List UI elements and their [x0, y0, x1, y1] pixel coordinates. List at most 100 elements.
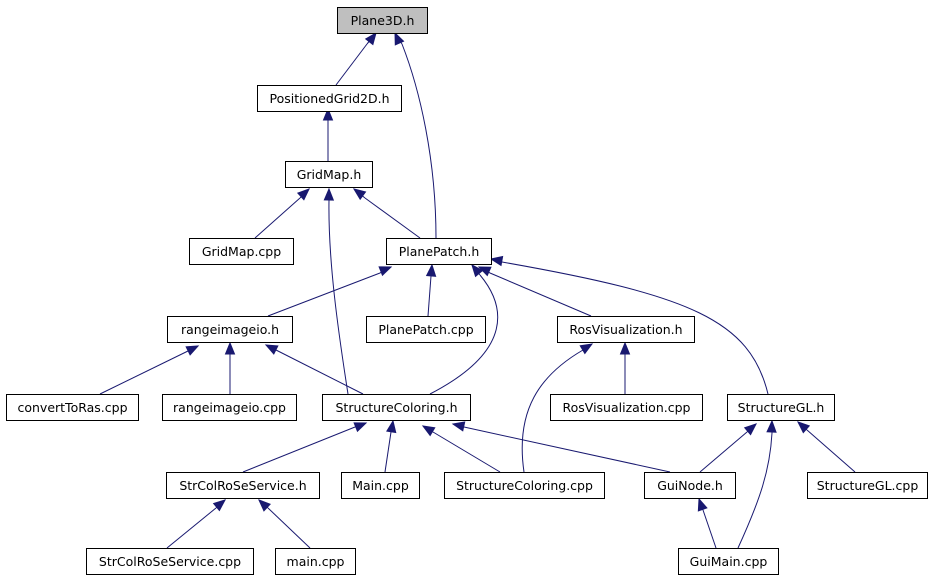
edge-connector	[422, 425, 434, 433]
edge-connector	[353, 188, 366, 199]
edge-strcolrose_cpp-to-strcolrose_h	[166, 499, 227, 549]
node-gridmap-h[interactable]: GridMap.h	[285, 161, 373, 188]
edge-connector	[490, 258, 503, 263]
node-gridmap-cpp[interactable]: GridMap.cpp	[189, 238, 294, 265]
node-structurecoloring-cpp[interactable]: StructureColoring.cpp	[444, 472, 605, 499]
edge-connector	[258, 499, 269, 509]
edge-line	[254, 197, 301, 239]
edge-connector	[471, 264, 481, 276]
edge-main_cpp_upper-to-structurecoloring_h	[384, 419, 397, 473]
edge-positionedgrid2d-to-plane3d	[335, 31, 377, 86]
edge-line	[699, 431, 748, 473]
node-planepatch-cpp[interactable]: PlanePatch.cpp	[366, 316, 486, 343]
edge-connector	[354, 422, 367, 428]
edge-line	[702, 509, 717, 549]
node-main-cpp-upper[interactable]: Main.cpp	[341, 472, 420, 499]
node-label: Plane3D.h	[351, 13, 415, 28]
edge-rosvis_h-to-planepatch_h	[477, 266, 592, 317]
arrowhead-icon	[451, 421, 466, 432]
edge-rangeimageio_h-to-planepatch_h	[267, 266, 393, 317]
edge-connector	[746, 423, 757, 433]
node-structurecoloring-h[interactable]: StructureColoring.h	[322, 394, 471, 421]
edge-structurecoloring_h-to-planepatch_h	[429, 263, 499, 395]
node-box	[189, 238, 294, 265]
edge-line	[364, 197, 421, 239]
node-label: PlanePatch.h	[399, 244, 480, 259]
node-box	[557, 316, 695, 343]
node-label: StructureColoring.cpp	[456, 478, 593, 493]
edge-connector	[187, 345, 199, 352]
node-plane3d: Plane3D.h	[337, 7, 428, 34]
edge-line	[489, 272, 592, 317]
node-rosvis-h[interactable]: RosVisualization.h	[557, 316, 695, 343]
node-box	[322, 394, 471, 421]
edge-line	[328, 199, 349, 395]
node-planepatch-h[interactable]: PlanePatch.h	[386, 238, 492, 265]
edge-line	[166, 507, 217, 549]
edge-line	[267, 507, 311, 549]
edge-main_cpp_lower-to-strcolrose_h	[258, 499, 311, 549]
edge-strcolrose_h-to-structurecoloring_h	[242, 422, 368, 473]
edge-gridmap_h-to-positionedgrid2d	[322, 107, 334, 161]
node-rangeimageio-h[interactable]: rangeimageio.h	[167, 316, 293, 343]
edge-connector	[394, 32, 403, 45]
node-box	[257, 85, 402, 112]
edge-structurecoloring_cpp-to-rosvis_h	[521, 343, 594, 473]
node-label: GuiNode.h	[657, 478, 723, 493]
node-label: rangeimageio.h	[181, 322, 279, 337]
edge-connector	[299, 188, 310, 199]
edge-line	[242, 426, 356, 473]
node-guinode-h[interactable]: GuiNode.h	[644, 472, 736, 499]
edge-structurecoloring_h-to-rangeimageio_h	[264, 344, 364, 395]
node-main-cpp-lower[interactable]: main.cpp	[275, 548, 356, 575]
edge-connector	[379, 266, 392, 274]
edge-connector	[452, 423, 465, 428]
edge-connector	[390, 420, 394, 433]
node-box	[366, 316, 486, 343]
node-label: StrColRoSeService.h	[179, 478, 306, 493]
node-label: StructureGL.h	[738, 400, 825, 415]
node-rangeimageio-cpp[interactable]: rangeimageio.cpp	[162, 394, 297, 421]
edge-line	[267, 272, 381, 317]
edge-line	[427, 275, 432, 317]
node-box	[167, 316, 293, 343]
node-box	[166, 472, 320, 499]
edge-rosvis_cpp-to-rosvis_h	[619, 341, 631, 394]
edge-gridmap_cpp-to-gridmap_h	[254, 188, 310, 239]
node-strcolrose-h[interactable]: StrColRoSeService.h	[166, 472, 320, 499]
node-label: main.cpp	[287, 554, 345, 569]
edge-line	[463, 426, 671, 473]
node-label: PlanePatch.cpp	[378, 322, 473, 337]
edge-line	[806, 429, 856, 473]
edges-layer	[99, 31, 856, 549]
node-box	[285, 161, 373, 188]
node-label: GridMap.cpp	[202, 244, 281, 259]
node-box	[727, 394, 835, 421]
node-structuregl-cpp[interactable]: StructureGL.cpp	[807, 472, 928, 499]
node-structuregl-h[interactable]: StructureGL.h	[727, 394, 835, 421]
node-label: rangeimageio.cpp	[173, 400, 286, 415]
node-label: StructureColoring.h	[335, 400, 457, 415]
node-guimain-cpp[interactable]: GuiMain.cpp	[678, 548, 779, 575]
node-box	[337, 7, 428, 34]
node-box	[386, 238, 492, 265]
node-label: StrColRoSeService.cpp	[99, 554, 241, 569]
edge-connector	[478, 266, 491, 274]
node-converttoras[interactable]: convertToRas.cpp	[6, 394, 139, 421]
edge-line	[429, 274, 499, 395]
edge-structurecoloring_cpp-to-structurecoloring_h	[421, 425, 501, 473]
edge-line	[335, 43, 368, 86]
edge-converttoras-to-rangeimageio_h	[99, 345, 200, 395]
node-box	[678, 548, 779, 575]
node-box	[275, 548, 356, 575]
node-positionedgrid2d[interactable]: PositionedGrid2D.h	[257, 85, 402, 112]
edge-rangeimageio_cpp-to-rangeimageio_h	[224, 341, 236, 394]
edge-connector	[430, 264, 433, 277]
node-box	[341, 472, 420, 499]
node-strcolrose-cpp[interactable]: StrColRoSeService.cpp	[86, 548, 254, 575]
edge-planepatch_cpp-to-planepatch_h	[425, 263, 437, 317]
node-rosvis-cpp[interactable]: RosVisualization.cpp	[550, 394, 703, 421]
node-box	[162, 394, 297, 421]
node-box	[807, 472, 928, 499]
edge-structuregl_cpp-to-structuregl_h	[797, 421, 856, 473]
